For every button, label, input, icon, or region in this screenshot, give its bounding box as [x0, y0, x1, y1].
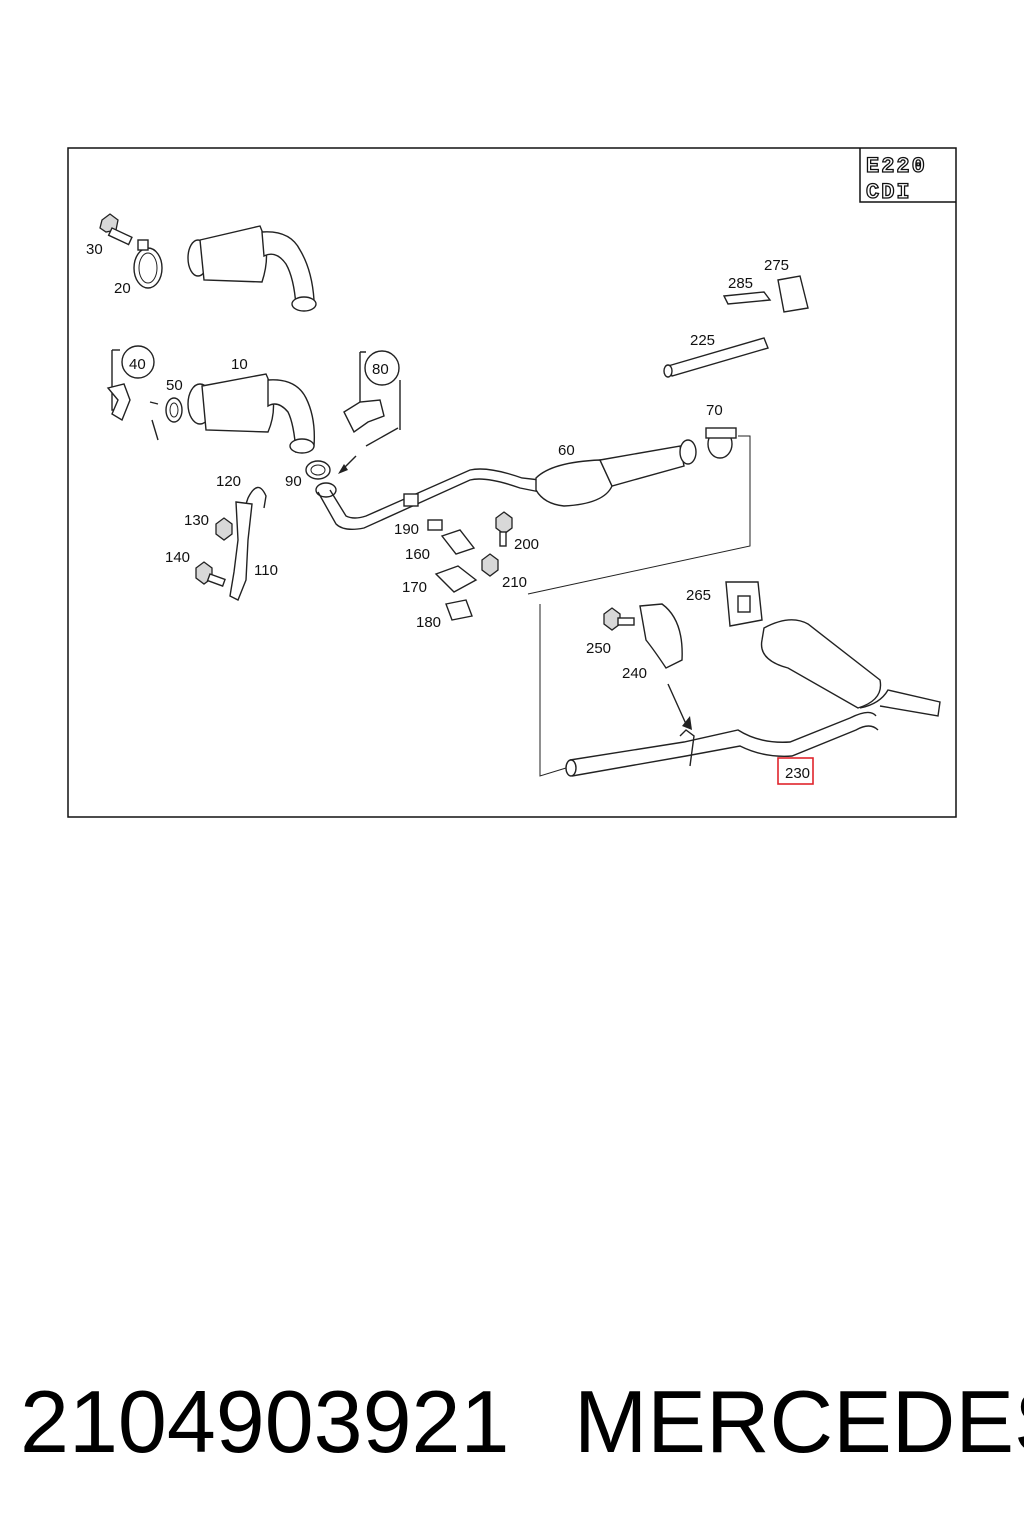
part-230-rear-silencer [565, 619, 941, 777]
model-badge-line2: CDI [866, 180, 912, 205]
callout-230-highlight[interactable]: 230 [777, 757, 814, 785]
callout-120: 120 [216, 473, 241, 490]
callout-10: 10 [231, 356, 248, 373]
manufacturer-name: MERCEDES [574, 1372, 1024, 1471]
part-110-hanger [229, 501, 253, 601]
part-250-240 [603, 603, 692, 730]
callout-190: 190 [394, 521, 419, 538]
part-10-converter [187, 373, 316, 454]
part-265-mount [725, 581, 763, 627]
part-10-converter-top [187, 225, 317, 312]
callout-20: 20 [114, 280, 131, 297]
callout-210: 210 [502, 574, 527, 591]
callout-130: 130 [184, 512, 209, 529]
callout-110: 110 [254, 562, 278, 579]
callout-40: 40 [129, 356, 146, 373]
callout-30: 30 [86, 241, 103, 258]
part-50-gasket [165, 397, 183, 423]
callout-70: 70 [706, 402, 723, 419]
diagram-frame [67, 147, 957, 818]
callout-90: 90 [285, 473, 302, 490]
callout-170: 170 [402, 579, 427, 596]
part-40-bracket [106, 345, 159, 441]
footer: 2104903921 MERCEDES [0, 1362, 1024, 1482]
callout-140: 140 [165, 549, 190, 566]
part-mount-group [427, 511, 513, 621]
part-90-ring [305, 460, 331, 480]
exhaust-parts-diagram: E220 CDI [67, 147, 957, 818]
callout-60: 60 [558, 442, 575, 459]
part-225-285-275 [663, 275, 809, 378]
callout-80: 80 [372, 361, 389, 378]
callout-labels: 30 20 40 50 10 80 90 120 130 140 110 60 … [86, 241, 789, 682]
callout-265: 265 [686, 587, 711, 604]
callout-240: 240 [622, 665, 647, 682]
part-140-bolt [195, 561, 226, 587]
callout-160: 160 [405, 546, 430, 563]
callout-225: 225 [690, 332, 715, 349]
callout-230: 230 [785, 765, 810, 782]
callout-285: 285 [728, 275, 753, 292]
group-bracket-line [527, 435, 751, 777]
part-30-bolt [99, 213, 133, 246]
callout-250: 250 [586, 640, 611, 657]
part-60-catalytic [535, 439, 697, 507]
part-70-clamp [705, 427, 737, 459]
callout-275: 275 [764, 257, 789, 274]
callout-200: 200 [514, 536, 539, 553]
part-front-pipe [315, 468, 541, 531]
model-badge: E220 CDI [859, 148, 956, 206]
model-badge-line1: E220 [866, 154, 927, 179]
part-130-nut [215, 517, 233, 541]
part-number: 2104903921 [20, 1372, 510, 1471]
part-20-clamp [133, 239, 163, 289]
part-80-bracket-group [338, 350, 401, 474]
callout-50: 50 [166, 377, 183, 394]
callout-180: 180 [416, 614, 441, 631]
